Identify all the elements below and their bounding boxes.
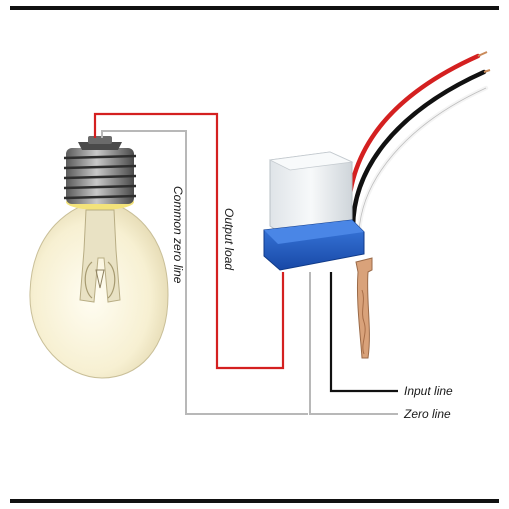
zero-line-wire [309, 272, 398, 415]
common-zero-line-label: Common zero line [171, 186, 185, 284]
top-frame-bar [10, 6, 499, 10]
bottom-frame-bar [10, 499, 499, 503]
sensor-black-lead [350, 69, 487, 233]
input-line-label: Input line [404, 384, 453, 398]
input-line-wire [329, 272, 398, 393]
photocell-switch-icon [263, 51, 491, 359]
common-zero-wire [101, 130, 308, 415]
output-load-label: Output load [222, 208, 236, 270]
output-load-wire [93, 112, 285, 370]
zero-line-label: Zero line [403, 407, 451, 421]
sensor-red-lead [345, 53, 481, 231]
light-bulb-icon [29, 136, 169, 379]
